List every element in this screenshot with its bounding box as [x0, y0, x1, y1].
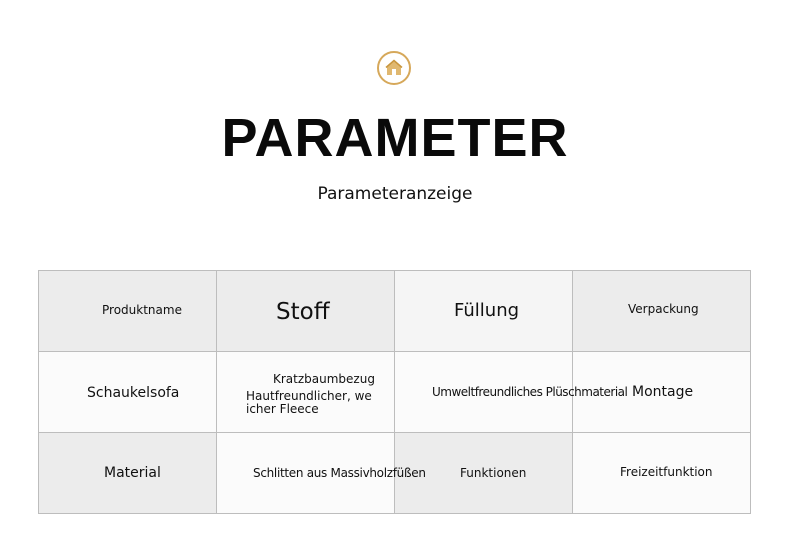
cell-value-functions: Freizeitfunktion: [620, 465, 713, 479]
page-subtitle: Parameteranzeige: [317, 184, 473, 204]
table-cell: Funktionen: [394, 432, 573, 514]
table-cell: Montage: [572, 351, 751, 433]
table-cell: Schaukelsofa: [38, 351, 217, 433]
brand-logo: [377, 51, 411, 85]
table-cell: Verpackung: [572, 270, 751, 352]
cell-value-fabric-line3: icher Fleece: [246, 402, 319, 416]
table-cell: Füllung: [394, 270, 573, 352]
table-row: Schaukelsofa Kratzbaumbezug Hautfreundli…: [38, 351, 751, 433]
table-cell: Umweltfreundliches Plüschmaterial: [394, 351, 628, 433]
house-icon: [385, 59, 403, 75]
cell-value-filling: Umweltfreundliches Plüschmaterial: [432, 385, 628, 399]
page-title: PARAMETER: [221, 108, 569, 168]
cell-value-product-name: Schaukelsofa: [87, 385, 180, 401]
cell-label-product-name: Produktname: [102, 303, 182, 317]
cell-label-packaging: Verpackung: [628, 302, 699, 316]
cell-value-fabric-line2: Hautfreundlicher, we: [246, 389, 372, 403]
cell-label-filling: Füllung: [454, 300, 520, 321]
cell-label-fabric: Stoff: [276, 299, 330, 325]
table-cell: Produktname: [38, 270, 217, 352]
cell-label-material: Material: [104, 465, 161, 481]
cell-label-functions: Funktionen: [460, 466, 527, 480]
table-row: Produktname Stoff Füllung Verpackung: [38, 270, 751, 352]
table-cell: Schlitten aus Massivholzfüßen: [216, 432, 426, 514]
table-row: Material Schlitten aus Massivholzfüßen F…: [38, 432, 751, 514]
cell-value-packaging: Montage: [632, 384, 694, 400]
table-cell: Kratzbaumbezug Hautfreundlicher, we iche…: [216, 351, 395, 433]
cell-value-fabric: Kratzbaumbezug: [273, 372, 375, 386]
table-cell: Stoff: [216, 270, 395, 352]
cell-value-material: Schlitten aus Massivholzfüßen: [253, 466, 426, 480]
parameter-table: Produktname Stoff Füllung Verpackung Sch…: [38, 270, 751, 514]
table-cell: Material: [38, 432, 217, 514]
table-cell: Freizeitfunktion: [572, 432, 751, 514]
